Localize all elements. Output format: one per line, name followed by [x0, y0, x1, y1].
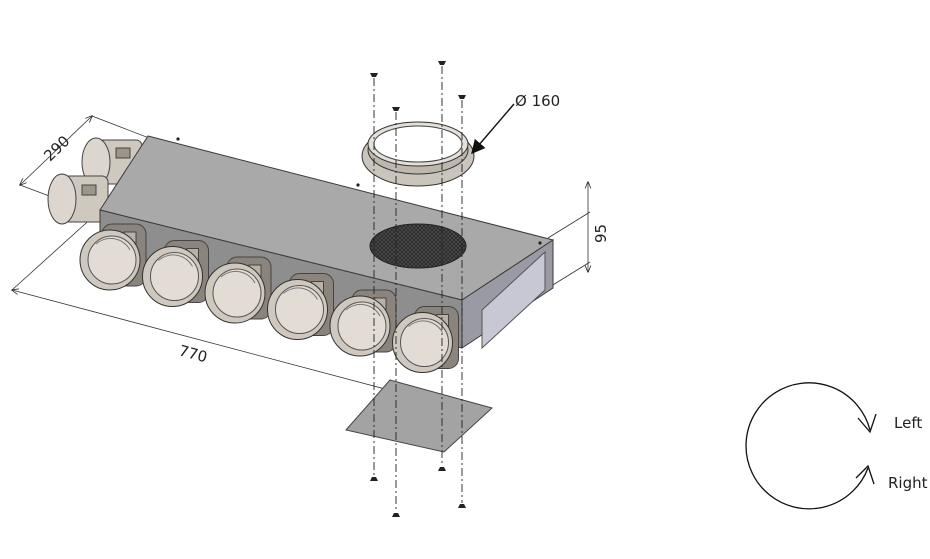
dimension-height: 95 — [547, 182, 610, 289]
rear-spigot — [47, 173, 109, 225]
screw-hole — [176, 137, 180, 141]
arrow-right-icon — [855, 464, 875, 485]
front-spigot — [204, 256, 272, 324]
dimension-height-extension-top — [547, 211, 591, 239]
screw-icon — [370, 73, 378, 77]
front-spigots — [79, 223, 459, 373]
plenum-box-end-panel — [481, 250, 546, 350]
mounting-plate — [345, 379, 494, 453]
dimension-length-extension-left — [11, 214, 96, 291]
front-spigot — [392, 306, 459, 373]
rotation-left-label: Left — [894, 414, 922, 432]
dimension-height-extension-bottom — [547, 261, 591, 289]
inlet-opening-mesh — [369, 223, 467, 269]
screw-icon — [392, 513, 400, 517]
screw-icon — [438, 61, 446, 65]
front-spigot — [267, 273, 334, 340]
dimension-height-label: 95 — [592, 224, 610, 243]
inlet-diameter-label: Ø 160 — [515, 92, 560, 110]
dimension-length-label: 770 — [177, 341, 209, 366]
rotation-right-label: Right — [888, 474, 928, 492]
arrow-left-icon — [857, 413, 877, 434]
dimension-depth-line — [20, 116, 92, 185]
screw-icon — [458, 95, 466, 99]
rotation-circle-icon — [745, 382, 871, 510]
front-spigot — [79, 223, 147, 291]
assembly-axes — [370, 61, 466, 517]
screw-hole — [538, 241, 542, 245]
inlet-collar: Ø 160 — [361, 92, 560, 187]
front-spigot — [142, 240, 209, 307]
inlet-diameter-leader — [471, 103, 515, 155]
screw-icon — [370, 477, 378, 481]
screw-hole — [356, 183, 360, 187]
rotation-direction: Left Right — [745, 382, 928, 510]
dimension-length-line — [12, 290, 400, 393]
dimension-depth-label: 290 — [40, 132, 73, 165]
screw-icon — [458, 504, 466, 508]
screw-icon — [392, 107, 400, 111]
screw-icon — [438, 467, 446, 471]
